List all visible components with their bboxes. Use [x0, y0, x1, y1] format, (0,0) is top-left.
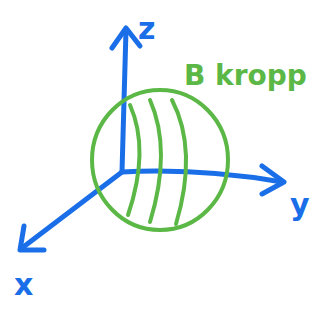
x-axis [22, 172, 122, 248]
axis-label: z [138, 14, 155, 44]
sphere-arc [150, 100, 161, 222]
body-label: B kropp [184, 62, 307, 90]
axis-label: y [290, 190, 310, 220]
y-axis [122, 171, 282, 182]
x-arrowhead [20, 226, 44, 250]
z-arrowhead [112, 28, 140, 48]
body-sphere [92, 90, 228, 230]
sphere-arc [128, 105, 140, 215]
y-arrowhead [262, 166, 284, 194]
axis-label: x [14, 270, 33, 300]
sphere-arc [172, 100, 186, 224]
